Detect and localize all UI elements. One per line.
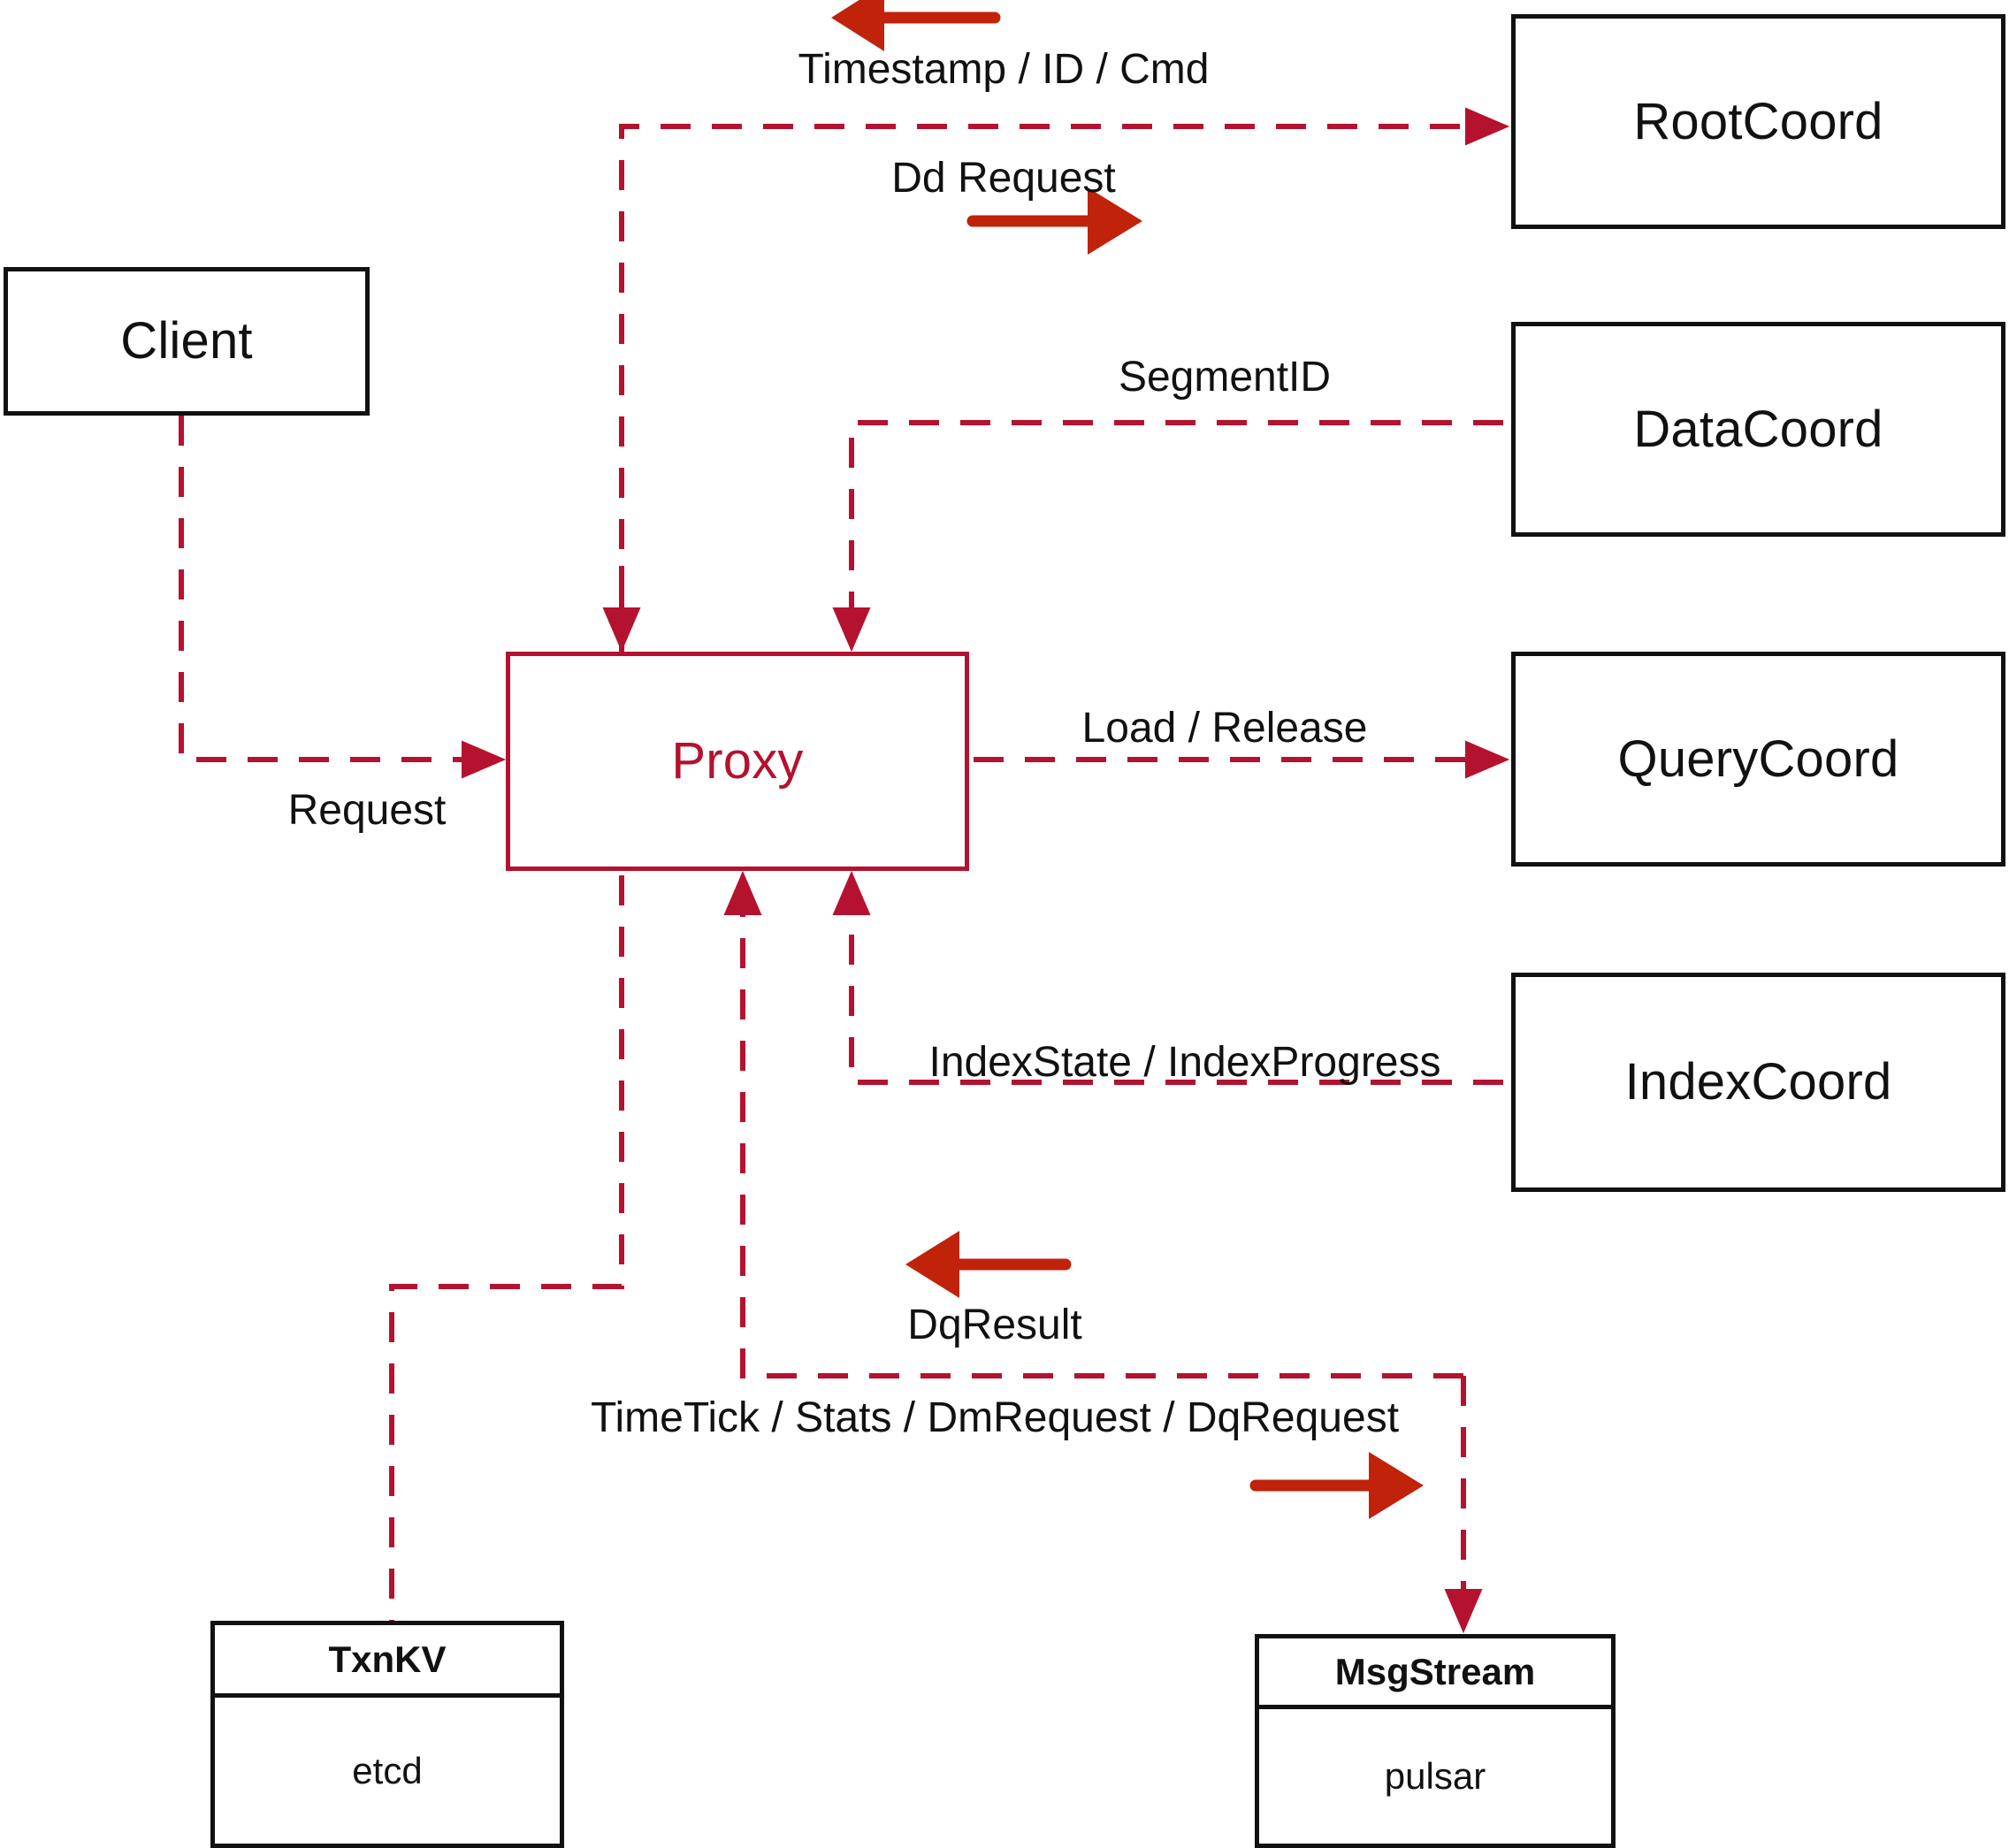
dm-request-direction-arrow-icon xyxy=(1249,1452,1424,1519)
node-proxy[interactable]: Proxy xyxy=(506,652,969,871)
node-txnkv-header: TxnKV xyxy=(215,1625,560,1698)
dq-result-direction-arrow-icon xyxy=(905,1231,1072,1298)
node-txnkv-body: etcd xyxy=(352,1749,423,1791)
node-txnkv[interactable]: TxnKV etcd xyxy=(210,1621,564,1848)
edge-label-index-state: IndexState / IndexProgress xyxy=(928,1039,1441,1086)
wire-proxy-to-txnkv xyxy=(389,875,624,1621)
node-client-label: Client xyxy=(120,312,253,370)
edge-label-timetick-stats: TimeTick / Stats / DmRequest / DqRequest xyxy=(590,1394,1400,1441)
edge-label-load-release: Load / Release xyxy=(1081,705,1368,752)
node-datacoord[interactable]: DataCoord xyxy=(1511,322,2005,537)
node-datacoord-label: DataCoord xyxy=(1633,400,1883,458)
wire-datacoord-to-proxy xyxy=(832,420,1503,653)
node-querycoord-label: QueryCoord xyxy=(1617,729,1899,788)
node-msgstream-body: pulsar xyxy=(1384,1755,1486,1797)
edge-label-request: Request xyxy=(287,787,447,834)
wire-msgstream-to-proxy xyxy=(723,870,1463,1378)
node-rootcoord[interactable]: RootCoord xyxy=(1511,14,2005,229)
wire-client-to-proxy xyxy=(179,416,507,779)
timestamp-direction-arrow-icon xyxy=(831,0,1001,51)
edge-label-timestamp-id-cmd: Timestamp / ID / Cmd xyxy=(798,46,1210,93)
node-indexcoord[interactable]: IndexCoord xyxy=(1511,973,2005,1192)
edge-label-segment-id: SegmentID xyxy=(1118,354,1332,401)
node-proxy-label: Proxy xyxy=(671,732,804,790)
node-indexcoord-label: IndexCoord xyxy=(1624,1053,1892,1111)
edge-label-dq-result: DqResult xyxy=(907,1302,1082,1348)
node-msgstream-header: MsgStream xyxy=(1259,1638,1611,1709)
edge-label-dd-request: Dd Request xyxy=(891,155,1116,202)
wire-proxy-to-rootcoord xyxy=(619,107,1510,652)
node-querycoord[interactable]: QueryCoord xyxy=(1511,652,2005,867)
node-rootcoord-label: RootCoord xyxy=(1633,92,1883,150)
node-client[interactable]: Client xyxy=(4,267,370,416)
node-msgstream[interactable]: MsgStream pulsar xyxy=(1255,1634,1616,1848)
